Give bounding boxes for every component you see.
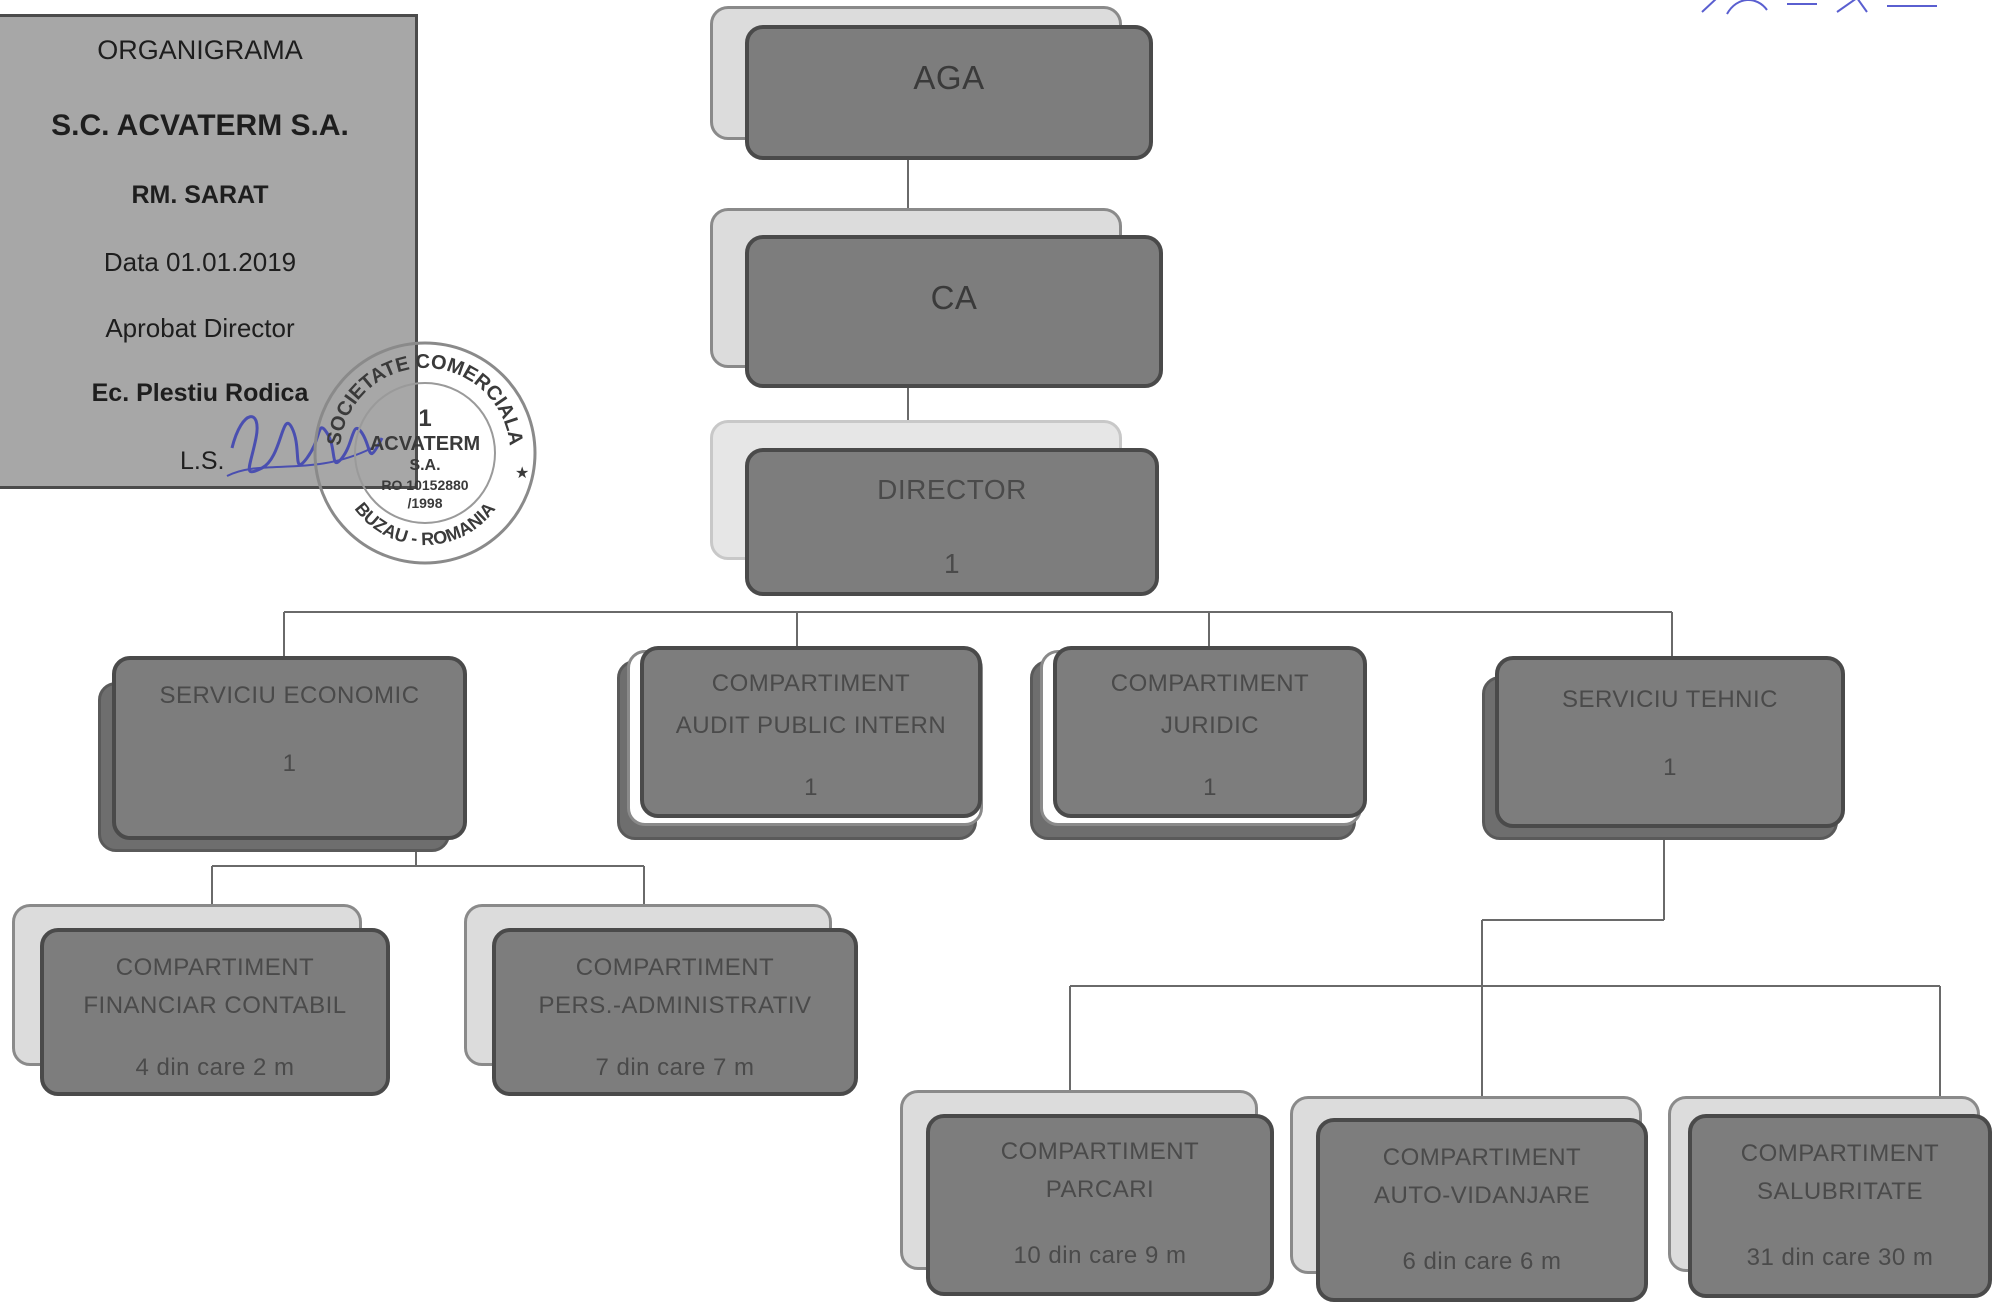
handwriting-mark-icon xyxy=(1701,0,1937,15)
node-juridic-line1: COMPARTIMENT xyxy=(1110,670,1310,697)
stamp-reg: RO 10152880 xyxy=(381,477,468,493)
stamp-year: /1998 xyxy=(407,495,442,511)
node-financiar: COMPARTIMENT FINANCIAR CONTABIL 4 din ca… xyxy=(40,928,390,1096)
node-vidanjare-count: 6 din care 6 m xyxy=(1402,1248,1562,1275)
company-name: S.C. ACVATERM S.A. xyxy=(51,109,349,142)
company-stamp-icon: SOCIETATE COMERCIALA BUZAU - ROMANIA 1 A… xyxy=(313,341,537,565)
node-aga: AGA xyxy=(745,25,1153,160)
node-ca-label: CA xyxy=(930,279,978,316)
node-parcari-line1: COMPARTIMENT xyxy=(1000,1138,1200,1165)
ls-label: L.S. xyxy=(180,447,225,475)
node-serviciu-economic: SERVICIU ECONOMIC 1 xyxy=(112,656,467,840)
stamp-suffix: S.A. xyxy=(409,457,440,474)
node-juridic: COMPARTIMENT JURIDIC 1 xyxy=(1053,646,1367,818)
director-name: Ec. Plestiu Rodica xyxy=(91,379,309,407)
node-ca: CA xyxy=(745,235,1163,388)
node-serviciu-tehnic: SERVICIU TEHNIC 1 xyxy=(1495,656,1845,828)
city-name: RM. SARAT xyxy=(131,181,269,209)
node-director: DIRECTOR 1 xyxy=(745,448,1159,596)
node-serviciu-economic-count: 1 xyxy=(282,750,297,777)
node-serviciu-tehnic-count: 1 xyxy=(1663,754,1677,781)
approval-date: Data 01.01.2019 xyxy=(103,247,297,277)
node-salubritate-line1: COMPARTIMENT xyxy=(1740,1140,1940,1167)
node-juridic-count: 1 xyxy=(1203,774,1217,801)
node-parcari-count: 10 din care 9 m xyxy=(1013,1242,1187,1269)
node-vidanjare-line2: AUTO-VIDANJARE xyxy=(1374,1182,1590,1209)
node-personal-line2: PERS.-ADMINISTRATIV xyxy=(538,992,812,1019)
node-aga-label: AGA xyxy=(913,59,985,96)
node-personal-count: 7 din care 7 m xyxy=(595,1054,755,1081)
node-vidanjare: COMPARTIMENT AUTO-VIDANJARE 6 din care 6… xyxy=(1316,1118,1648,1302)
node-financiar-line2: FINANCIAR CONTABIL xyxy=(83,992,347,1019)
node-director-count: 1 xyxy=(943,548,961,579)
info-panel: ORGANIGRAMA S.C. ACVATERM S.A. RM. SARAT… xyxy=(0,14,418,489)
node-salubritate-line2: SALUBRITATE xyxy=(1757,1178,1923,1205)
node-salubritate-count: 31 din care 30 m xyxy=(1746,1244,1934,1271)
node-serviciu-tehnic-label: SERVICIU TEHNIC xyxy=(1562,686,1778,713)
node-salubritate: COMPARTIMENT SALUBRITATE 31 din care 30 … xyxy=(1688,1114,1992,1298)
node-vidanjare-line1: COMPARTIMENT xyxy=(1382,1144,1582,1171)
node-parcari: COMPARTIMENT PARCARI 10 din care 9 m xyxy=(926,1114,1274,1296)
node-audit: COMPARTIMENT AUDIT PUBLIC INTERN 1 xyxy=(640,646,982,818)
stamp-number: 1 xyxy=(418,405,431,432)
approval-label: Aprobat Director xyxy=(105,313,295,343)
node-financiar-line1: COMPARTIMENT xyxy=(115,954,315,981)
node-personal-line1: COMPARTIMENT xyxy=(575,954,775,981)
org-title: ORGANIGRAMA xyxy=(97,35,303,65)
svg-text:★: ★ xyxy=(515,463,529,482)
node-serviciu-economic-label: SERVICIU ECONOMIC xyxy=(159,682,420,709)
stamp-name: ACVATERM xyxy=(370,433,480,455)
node-audit-count: 1 xyxy=(804,774,818,801)
node-juridic-line2: JURIDIC xyxy=(1160,712,1260,739)
node-parcari-line2: PARCARI xyxy=(1045,1176,1155,1203)
signature-icon xyxy=(226,415,384,477)
node-financiar-count: 4 din care 2 m xyxy=(135,1054,295,1081)
node-audit-line1: COMPARTIMENT xyxy=(711,670,911,697)
node-personal: COMPARTIMENT PERS.-ADMINISTRATIV 7 din c… xyxy=(492,928,858,1096)
node-director-label: DIRECTOR xyxy=(877,474,1027,505)
node-audit-line2: AUDIT PUBLIC INTERN xyxy=(675,712,947,739)
